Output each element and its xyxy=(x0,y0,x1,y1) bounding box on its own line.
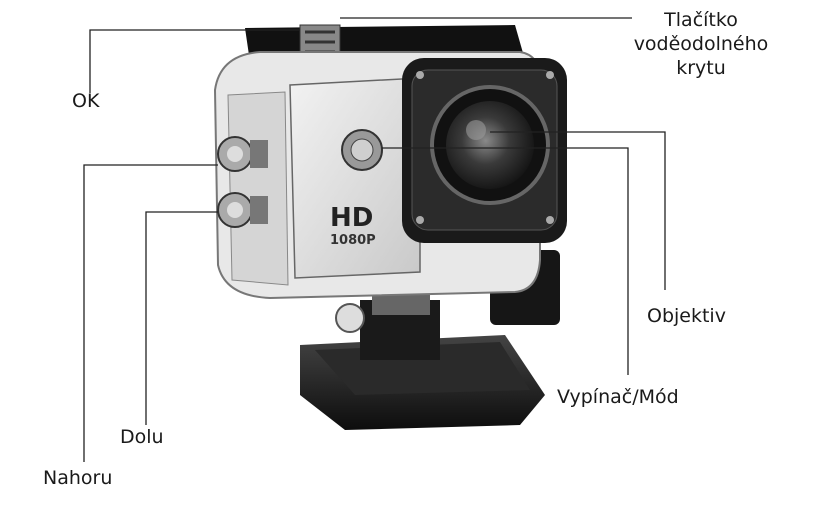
camera-front xyxy=(289,77,421,279)
label-waterproof-button: Tlačítko voděodolného krytu xyxy=(633,9,769,79)
power-mode-button xyxy=(341,129,383,171)
up-button xyxy=(217,136,268,172)
leader-ok xyxy=(89,29,300,93)
label-dolu: Dolu xyxy=(120,426,164,448)
resolution-badge: 1080P xyxy=(330,233,376,248)
hd-badge: HD xyxy=(330,203,373,233)
leader-vypinac xyxy=(382,147,629,375)
label-objektiv: Objektiv xyxy=(647,305,726,327)
leader-dolu xyxy=(145,211,218,425)
label-ok: OK xyxy=(72,90,100,112)
lens-assembly xyxy=(402,58,567,243)
leader-nahoru xyxy=(83,164,218,462)
leader-objektiv xyxy=(490,131,666,290)
label-vypinac-mod: Vypínač/Mód xyxy=(557,386,679,408)
label-nahoru: Nahoru xyxy=(43,467,113,489)
down-button xyxy=(217,192,268,228)
mount-base xyxy=(300,250,560,430)
